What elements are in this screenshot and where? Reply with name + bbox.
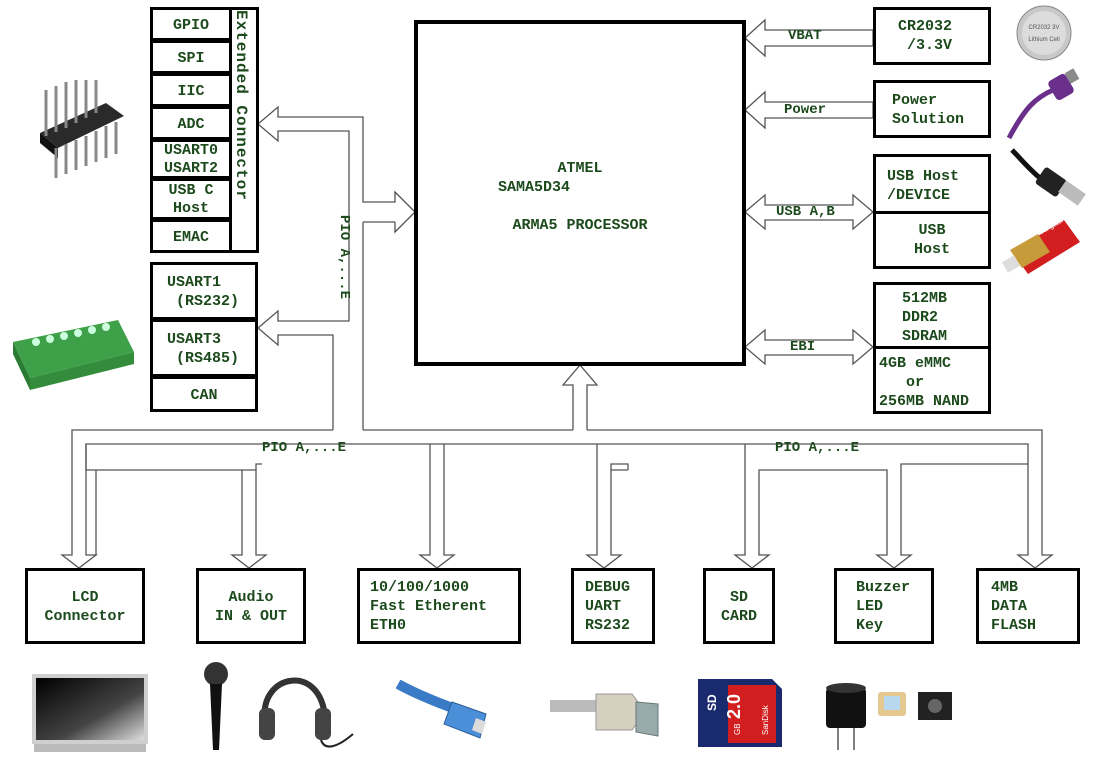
vbat-label: VBAT [788, 28, 822, 44]
coin-battery-icon: CR2032 3V Lithium Cell [1016, 5, 1072, 61]
ext-iic: IIC [150, 73, 232, 107]
data-flash-box: 4MB DATA FLASH [976, 568, 1080, 644]
usb-cable-icon [1010, 148, 1086, 206]
ext-adc: ADC [150, 106, 232, 140]
svg-text:Lithium Cell: Lithium Cell [1028, 37, 1059, 43]
svg-text:CR2032 3V: CR2032 3V [1028, 25, 1059, 31]
usb-host-device-box: USB Host /DEVICE [873, 154, 991, 214]
serial-usart3: USART3 (RS485) [150, 319, 258, 377]
ext-usb-c: USB C Host [150, 178, 232, 220]
sd-card-box: SD CARD [703, 568, 775, 644]
microphone-icon [204, 662, 228, 750]
serial-cable-icon [550, 693, 659, 737]
buzzer-icon [826, 683, 866, 750]
battery-box: CR2032 /3.3V [873, 7, 991, 65]
sd-logo: SD [705, 694, 719, 711]
usb-host-box: USB Host [873, 211, 991, 269]
debug-uart-box: DEBUG UART RS232 [571, 568, 655, 644]
led-icon [878, 692, 906, 716]
sd-unit: GB [733, 723, 742, 735]
terminal-block-icon [13, 320, 134, 390]
ethernet-cable-icon [396, 680, 487, 739]
nand-box: 4GB eMMC or 256MB NAND [873, 346, 991, 414]
ebi-label: EBI [790, 339, 816, 355]
usb-label: USB A,B [776, 204, 835, 220]
ext-usart: USART0 USART2 [150, 139, 232, 179]
ext-emac: EMAC [150, 219, 232, 253]
power-box: Power Solution [873, 80, 991, 138]
pio-left-label: PIO A,...E [262, 440, 347, 456]
pin-header-icon [40, 80, 124, 178]
serial-can: CAN [150, 376, 258, 412]
extended-connector-label: Extended Connector [232, 10, 250, 201]
audio-box: Audio IN & OUT [196, 568, 306, 644]
pio-right-label: PIO A,...E [775, 440, 860, 456]
tact-switch-icon [918, 692, 952, 720]
buzzer-box: Buzzer LED Key [834, 568, 934, 644]
serial-usart1: USART1 (RS232) [150, 262, 258, 320]
headphones-icon [259, 677, 354, 748]
lcd-monitor-icon [32, 674, 148, 752]
ext-gpio: GPIO [150, 7, 232, 41]
processor-name: ATMEL [557, 160, 603, 177]
usb-stick-icon: Kingston [1002, 216, 1080, 274]
sd-card-icon: SD 2.0 GB SanDisk [698, 679, 782, 747]
power-plug-icon [1006, 68, 1080, 140]
ethernet-box: 10/100/1000 Fast Etherent ETH0 [357, 568, 521, 644]
lcd-box: LCD Connector [25, 568, 145, 644]
ext-spi: SPI [150, 40, 232, 74]
pio-vertical-label: PIO A,...E [336, 215, 352, 300]
processor-model: SAMA5D34 [497, 179, 570, 196]
processor-core: ARMA5 PROCESSOR [512, 217, 648, 234]
sd-capacity: 2.0 [724, 694, 744, 719]
power-label: Power [784, 102, 827, 118]
sd-brand: SanDisk [761, 704, 770, 735]
processor-box: ATMEL SAMA5D34 ARMA5 PROCESSOR [414, 20, 746, 366]
ddr-box: 512MB DDR2 SDRAM [873, 282, 991, 349]
